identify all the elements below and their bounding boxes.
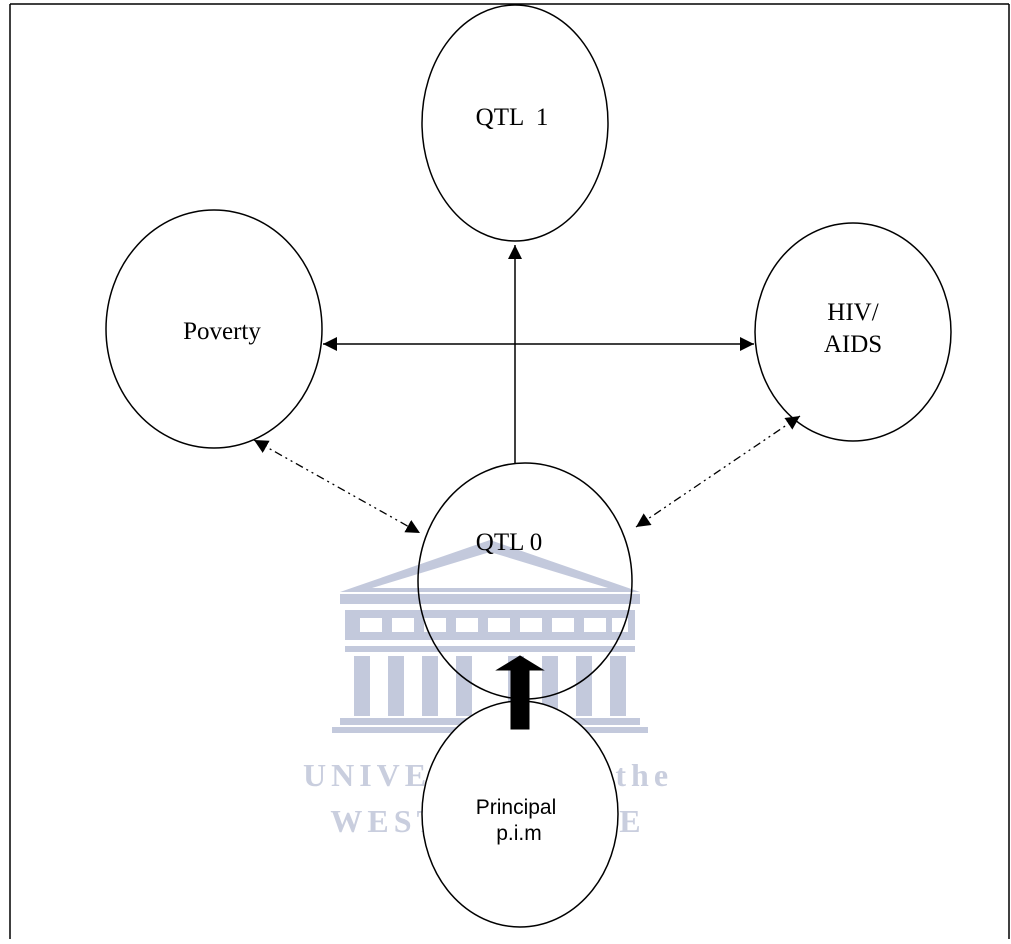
block-arrow-principal-to-qtl0 — [495, 655, 545, 730]
node-hiv-label-line2: AIDS — [824, 331, 882, 358]
dashed-arrow-poverty-qtl0 — [253, 439, 421, 534]
node-principal-label-line1: Principal — [476, 796, 557, 819]
node-hiv-label-line1: HIV/ — [827, 299, 878, 326]
node-qtl0-label: QTL 0 — [476, 529, 542, 556]
diagram-frame — [9, 3, 1010, 939]
node-poverty — [105, 209, 323, 449]
node-hiv-aids — [754, 222, 952, 442]
node-poverty-label: Poverty — [183, 318, 261, 345]
node-qtl1-label: QTL 1 — [476, 104, 549, 131]
dashed-arrow-hiv-qtl0 — [635, 415, 801, 528]
university-logo-watermark — [332, 540, 648, 733]
node-principal-label-line2: p.i.m — [496, 822, 542, 845]
node-qtl1 — [421, 4, 609, 242]
